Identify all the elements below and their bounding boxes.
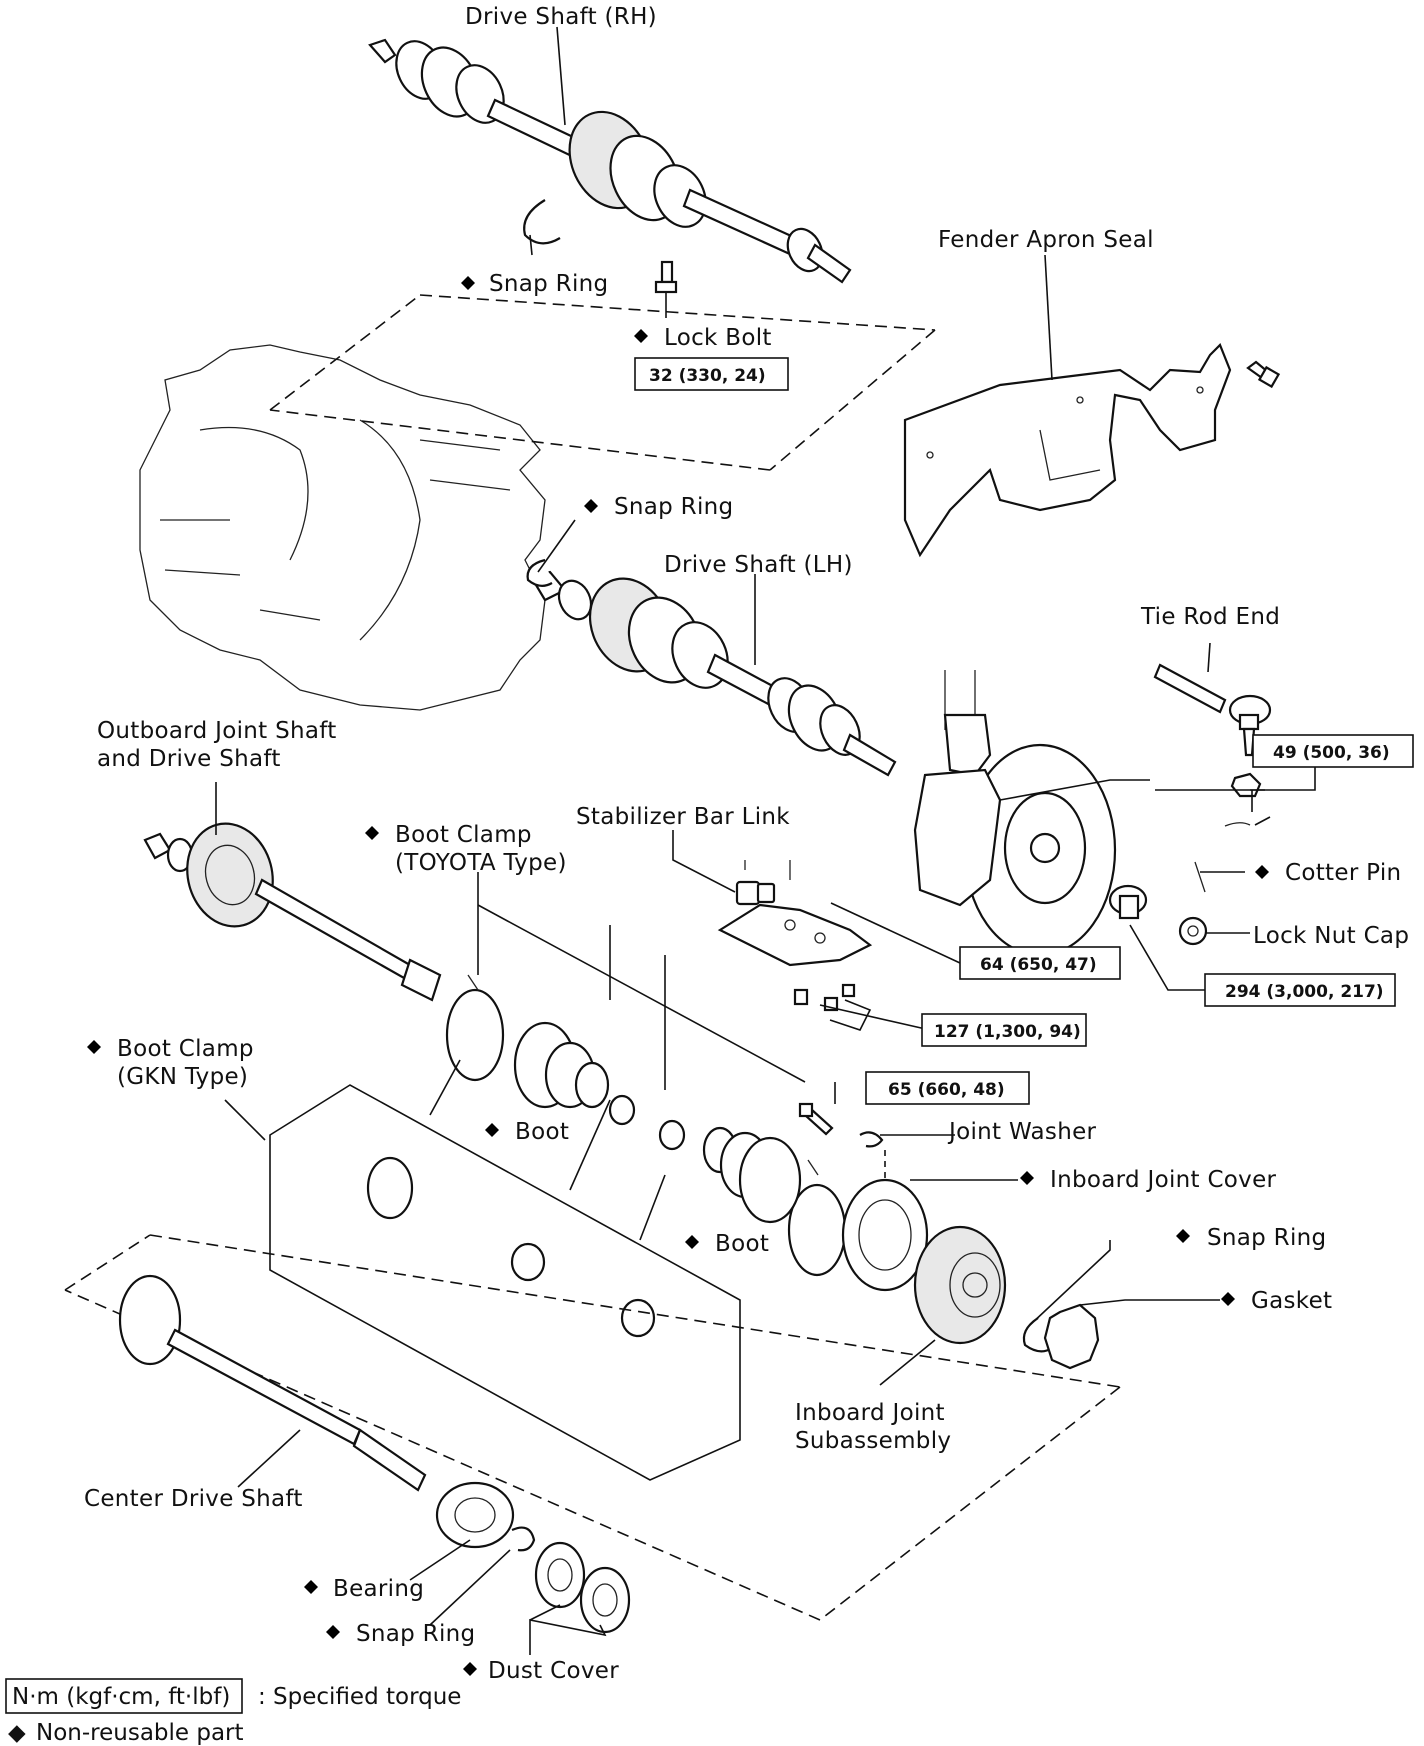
nonreusable-marker xyxy=(463,1662,477,1676)
boot-2-part xyxy=(702,1126,802,1224)
label-inboard-joint-sub-2: Subassembly xyxy=(795,1428,951,1454)
nonreusable-marker xyxy=(304,1580,318,1594)
nonreusable-marker xyxy=(584,499,598,513)
snap-ring-bottom-part xyxy=(511,1526,536,1552)
torque-stabilizer-link: 64 (650, 47) xyxy=(980,955,1097,975)
label-boot-clamp-gkn-2: (GKN Type) xyxy=(117,1064,248,1090)
torque-lock-bolt: 32 (330, 24) xyxy=(649,366,766,386)
drive-shaft-rh-illustration xyxy=(368,38,852,284)
lock-nut-part xyxy=(1108,884,1148,920)
label-boot-1: Boot xyxy=(515,1119,569,1145)
part-labels: Drive Shaft (RH) Snap Ring Lock Bolt 32 … xyxy=(84,4,1414,1684)
torque-lower-arm: 127 (1,300, 94) xyxy=(934,1022,1081,1042)
nonreusable-marker xyxy=(634,329,648,343)
snap-ring-top-part xyxy=(523,199,561,245)
seal-screw-part xyxy=(1246,360,1281,389)
cotter-pin-part xyxy=(1194,822,1251,893)
legend-diamond-symbol: ◆ xyxy=(8,1720,26,1746)
boot-clamp-gkn-parts xyxy=(366,1156,656,1338)
snap-ring-mid-part xyxy=(526,558,553,587)
label-boot-clamp-toyota-2: (TOYOTA Type) xyxy=(395,850,567,876)
torque-box-lock-nut xyxy=(1204,973,1396,1007)
transaxle-outline xyxy=(139,344,546,711)
lock-nut-cap-part xyxy=(1178,916,1208,946)
legend-torque-desc: : Specified torque xyxy=(258,1684,461,1710)
torque-joint-bolt: 65 (660, 48) xyxy=(888,1080,1005,1100)
label-drive-shaft-lh: Drive Shaft (LH) xyxy=(664,552,853,578)
label-tie-rod-end: Tie Rod End xyxy=(1140,604,1280,630)
torque-box-lock-bolt xyxy=(634,357,789,391)
label-boot-2: Boot xyxy=(715,1231,769,1257)
joint-washer-part xyxy=(859,1131,884,1148)
small-clamps-parts xyxy=(608,1094,686,1151)
nonreusable-marker xyxy=(1176,1229,1190,1243)
nonreusable-marker xyxy=(1255,865,1269,879)
nonreusable-marker xyxy=(485,1123,499,1137)
label-drive-shaft-rh: Drive Shaft (RH) xyxy=(465,4,657,30)
label-snap-ring-top: Snap Ring xyxy=(489,271,608,297)
gasket-part xyxy=(1043,1303,1100,1370)
label-fender-apron-seal: Fender Apron Seal xyxy=(938,227,1154,253)
label-inboard-joint-cover: Inboard Joint Cover xyxy=(1050,1167,1277,1193)
label-inboard-joint-sub-1: Inboard Joint xyxy=(795,1400,945,1426)
bearing-part xyxy=(435,1481,515,1549)
drive-shaft-lh-illustration xyxy=(528,570,897,777)
torque-box-stabilizer xyxy=(959,946,1121,980)
fender-apron-seal-part xyxy=(903,343,1232,558)
gkn-clamp-box xyxy=(269,1084,741,1481)
label-joint-washer: Joint Washer xyxy=(947,1119,1097,1145)
label-center-drive-shaft: Center Drive Shaft xyxy=(84,1486,303,1512)
nonreusable-marker xyxy=(461,276,475,290)
boot-clamp-toyota-parts xyxy=(445,974,847,1277)
legend-nonreusable: Non-reusable part xyxy=(36,1720,244,1746)
legend: N·m (kgf·cm, ft·lbf) : Specified torque … xyxy=(5,1678,461,1746)
boot-1-part xyxy=(513,1021,610,1109)
nonreusable-marker xyxy=(326,1625,340,1639)
lower-arm-part xyxy=(717,903,873,967)
torque-box-joint-bolt xyxy=(865,1071,1030,1105)
tie-rod-nut-part xyxy=(1230,772,1262,798)
torque-lock-nut: 294 (3,000, 217) xyxy=(1225,982,1384,1002)
nonreusable-marker xyxy=(365,826,379,840)
label-outboard-joint-1: Outboard Joint Shaft xyxy=(97,718,337,744)
stabilizer-link-part xyxy=(735,860,791,906)
leader-lines xyxy=(215,26,1316,1655)
label-gasket: Gasket xyxy=(1251,1288,1332,1314)
label-lock-nut-cap: Lock Nut Cap xyxy=(1253,923,1409,949)
torque-box-tie-rod xyxy=(1252,734,1414,768)
label-snap-ring-right: Snap Ring xyxy=(1207,1225,1326,1251)
label-boot-clamp-toyota-1: Boot Clamp xyxy=(395,822,532,848)
label-snap-ring-bottom: Snap Ring xyxy=(356,1621,475,1647)
label-stabilizer-bar-link: Stabilizer Bar Link xyxy=(576,804,790,830)
label-dust-cover: Dust Cover xyxy=(488,1658,619,1684)
outboard-joint-shaft-part xyxy=(143,822,442,1002)
label-outboard-joint-2: and Drive Shaft xyxy=(97,746,281,772)
legend-torque-unit: N·m (kgf·cm, ft·lbf) xyxy=(12,1684,230,1710)
tie-rod-end-part xyxy=(1153,663,1272,757)
label-bearing: Bearing xyxy=(333,1576,424,1602)
label-boot-clamp-gkn-1: Boot Clamp xyxy=(117,1036,254,1062)
nonreusable-marker xyxy=(87,1040,101,1054)
nonreusable-marker xyxy=(1020,1171,1034,1185)
torque-box-lower-arm xyxy=(921,1013,1087,1047)
nonreusable-marker xyxy=(1221,1292,1235,1306)
dust-cover-parts xyxy=(534,1541,631,1634)
label-lock-bolt: Lock Bolt xyxy=(664,325,772,351)
joint-bolt-part xyxy=(798,1102,834,1136)
lock-bolt-part xyxy=(654,260,678,294)
legend-torque-box xyxy=(5,1678,243,1714)
label-cotter-pin: Cotter Pin xyxy=(1285,860,1401,886)
center-drive-shaft-part xyxy=(118,1274,427,1492)
torque-tie-rod-nut: 49 (500, 36) xyxy=(1273,743,1390,763)
inboard-joint-cover-part xyxy=(841,1178,929,1292)
rh-group-outline xyxy=(269,294,936,471)
inboard-joint-sub-part xyxy=(913,1225,1007,1345)
knuckle-rotor-part xyxy=(913,670,1117,957)
nonreusable-marker xyxy=(685,1235,699,1249)
snap-ring-right-part xyxy=(1022,1317,1053,1353)
label-snap-ring-mid: Snap Ring xyxy=(614,494,733,520)
